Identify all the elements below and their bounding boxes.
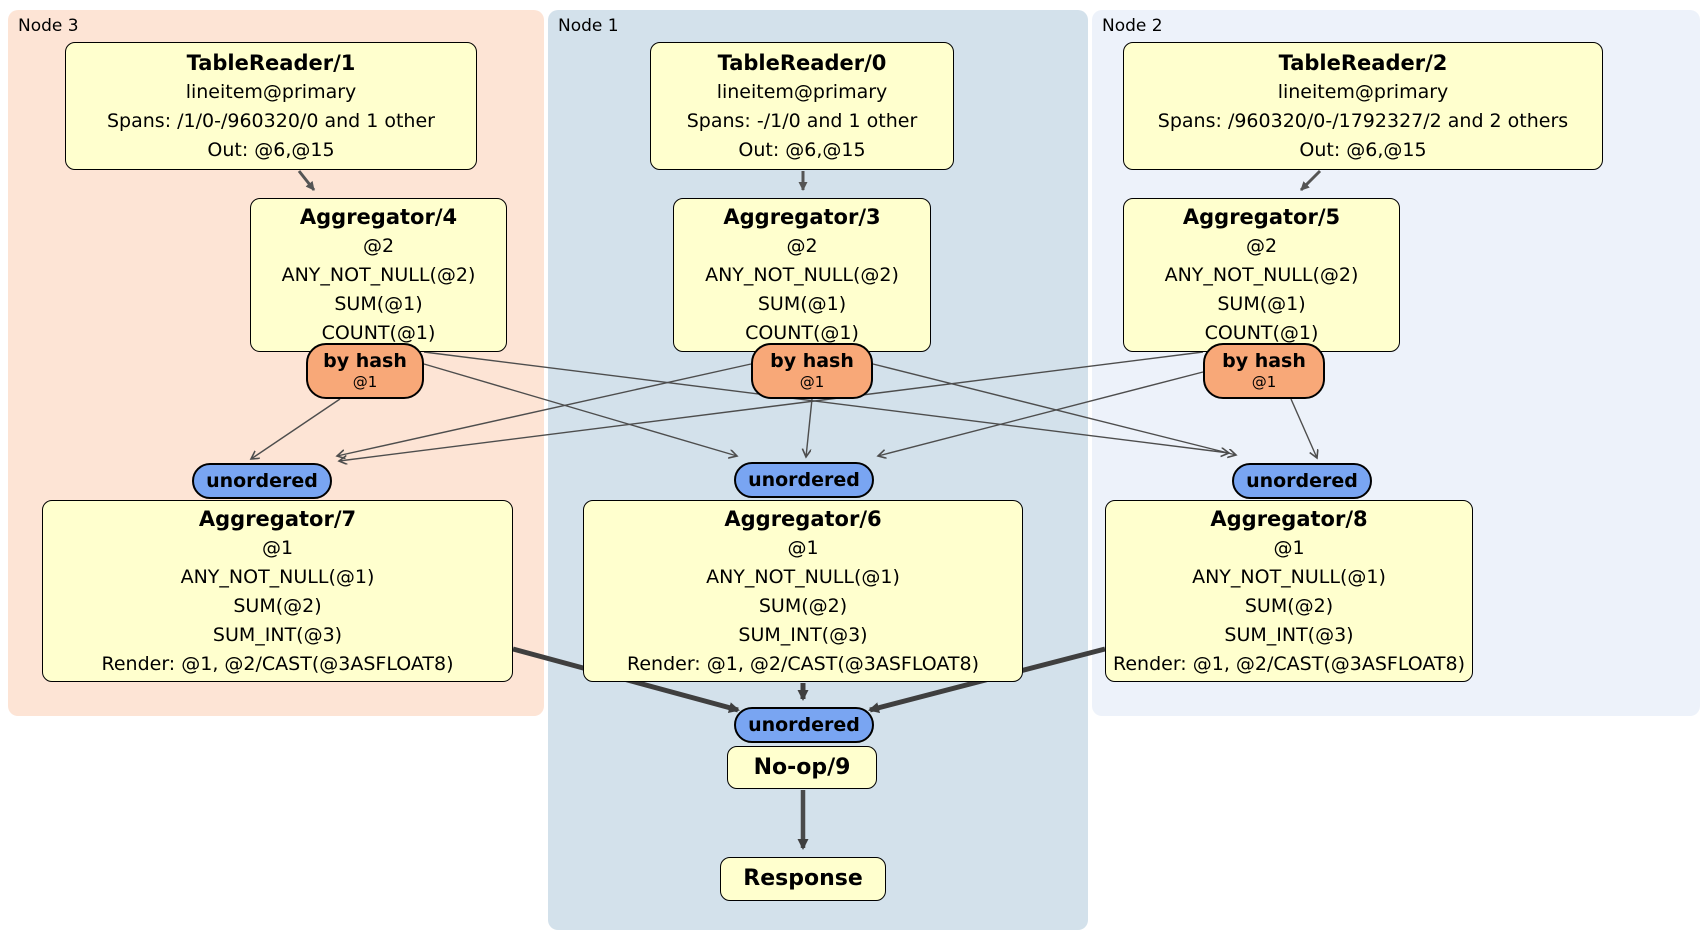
processor-index: lineitem@primary <box>716 80 888 103</box>
region-node1-label: Node 1 <box>558 16 619 36</box>
region-node2-label: Node 2 <box>1102 16 1163 36</box>
processor-aggregator-4: Aggregator/4 @2 ANY_NOT_NULL(@2) SUM(@1)… <box>250 198 507 352</box>
router-hash-cols: @1 <box>352 373 378 391</box>
agg-fn: SUM_INT(@3) <box>738 623 868 646</box>
agg-fn: ANY_NOT_NULL(@2) <box>705 264 899 286</box>
processor-tablereader-1: TableReader/1 lineitem@primary Spans: /1… <box>65 42 477 170</box>
processor-title: Aggregator/3 <box>723 205 881 229</box>
agg-groupcols: @1 <box>1273 536 1305 559</box>
agg-fn: SUM_INT(@3) <box>212 623 343 646</box>
processor-aggregator-5: Aggregator/5 @2 ANY_NOT_NULL(@2) SUM(@1)… <box>1123 198 1400 352</box>
agg-groupcols: @1 <box>261 536 294 559</box>
agg-fn: ANY_NOT_NULL(@2) <box>1164 264 1359 286</box>
processor-title: Response <box>743 866 863 891</box>
edge-byhash3-unordered-center <box>423 363 737 456</box>
agg-fn: ANY_NOT_NULL(@1) <box>180 565 375 588</box>
edge-byhash2-unordered-left <box>339 351 1204 461</box>
agg-fn: SUM_INT(@3) <box>1224 623 1354 646</box>
processor-index: lineitem@primary <box>1277 80 1449 103</box>
edge-tablereader1-aggregator4 <box>297 170 316 191</box>
agg-fn: SUM(@2) <box>233 594 322 617</box>
agg-groupcols: @2 <box>1245 235 1278 257</box>
processor-out: Out: @6,@15 <box>1299 138 1427 161</box>
processor-out: Out: @6,@15 <box>738 138 866 161</box>
processor-noop-9: No-op/9 <box>727 746 877 789</box>
router-byhash-node2: by hash @1 <box>1203 343 1325 399</box>
processor-title: TableReader/0 <box>717 50 887 75</box>
processor-tablereader-2: TableReader/2 lineitem@primary Spans: /9… <box>1123 42 1603 170</box>
processor-aggregator-7: Aggregator/7 @1 ANY_NOT_NULL(@1) SUM(@2)… <box>42 500 513 682</box>
router-title: by hash <box>323 350 407 372</box>
router-byhash-node3: by hash @1 <box>306 343 424 399</box>
processor-aggregator-8: Aggregator/8 @1 ANY_NOT_NULL(@1) SUM(@2)… <box>1105 500 1473 682</box>
agg-groupcols: @2 <box>362 235 395 257</box>
edge-byhash1-unordered-right <box>872 363 1236 455</box>
agg-fn: SUM(@2) <box>1244 594 1334 617</box>
processor-tablereader-0: TableReader/0 lineitem@primary Spans: -/… <box>650 42 954 170</box>
processor-spans: Spans: /960320/0-/1792327/2 and 2 others <box>1157 109 1569 132</box>
agg-groupcols: @2 <box>786 235 818 257</box>
router-title: by hash <box>1222 350 1306 372</box>
router-hash-cols: @1 <box>799 373 825 391</box>
edge-byhash1-unordered-left <box>337 363 752 456</box>
processor-title: Aggregator/4 <box>299 205 458 229</box>
sync-unordered-final: unordered <box>734 707 874 743</box>
agg-fn: SUM(@2) <box>758 594 848 617</box>
agg-fn: ANY_NOT_NULL(@1) <box>706 565 900 588</box>
processor-aggregator-3: Aggregator/3 @2 ANY_NOT_NULL(@2) SUM(@1)… <box>673 198 931 352</box>
agg-fn: ANY_NOT_NULL(@1) <box>1192 565 1386 588</box>
sync-unordered-left: unordered <box>192 463 332 499</box>
agg-fn: COUNT(@1) <box>745 322 859 344</box>
edge-tablereader2-aggregator5 <box>1299 169 1322 192</box>
router-byhash-node1: by hash @1 <box>751 343 873 399</box>
edge-byhash1-unordered-center <box>806 398 813 457</box>
processor-title: Aggregator/5 <box>1182 205 1341 229</box>
processor-out: Out: @6,@15 <box>207 138 335 161</box>
edge-byhash2-unordered-center <box>878 371 1204 456</box>
agg-fn: SUM(@1) <box>334 293 423 315</box>
edge-byhash2-unordered-right <box>1290 398 1317 458</box>
agg-fn: SUM(@1) <box>1217 293 1306 315</box>
sync-unordered-right: unordered <box>1232 463 1372 499</box>
processor-title: Aggregator/6 <box>724 506 882 531</box>
processor-aggregator-6: Aggregator/6 @1 ANY_NOT_NULL(@1) SUM(@2)… <box>583 500 1023 682</box>
agg-groupcols: @1 <box>787 536 819 559</box>
agg-render: Render: @1, @2/CAST(@3ASFLOAT8) <box>101 652 454 675</box>
processor-title: TableReader/1 <box>186 50 356 75</box>
router-title: by hash <box>770 350 854 372</box>
processor-title: Aggregator/8 <box>1210 506 1368 531</box>
agg-render: Render: @1, @2/CAST(@3ASFLOAT8) <box>1113 652 1465 675</box>
processor-title: TableReader/2 <box>1278 50 1448 75</box>
processor-response: Response <box>720 857 886 901</box>
agg-fn: COUNT(@1) <box>321 322 436 344</box>
processor-title: No-op/9 <box>753 754 851 780</box>
processor-index: lineitem@primary <box>185 80 357 103</box>
processor-spans: Spans: -/1/0 and 1 other <box>686 109 918 132</box>
agg-render: Render: @1, @2/CAST(@3ASFLOAT8) <box>627 652 979 675</box>
edge-byhash3-unordered-right <box>423 351 1229 453</box>
processor-spans: Spans: /1/0-/960320/0 and 1 other <box>107 109 435 132</box>
edge-byhash3-unordered-left <box>251 398 341 459</box>
agg-fn: SUM(@1) <box>757 293 847 315</box>
router-hash-cols: @1 <box>1251 373 1277 391</box>
agg-fn: ANY_NOT_NULL(@2) <box>281 264 476 286</box>
region-node3-label: Node 3 <box>18 16 79 36</box>
processor-title: Aggregator/7 <box>198 506 357 531</box>
agg-fn: COUNT(@1) <box>1204 322 1319 344</box>
sync-unordered-center: unordered <box>734 462 874 498</box>
